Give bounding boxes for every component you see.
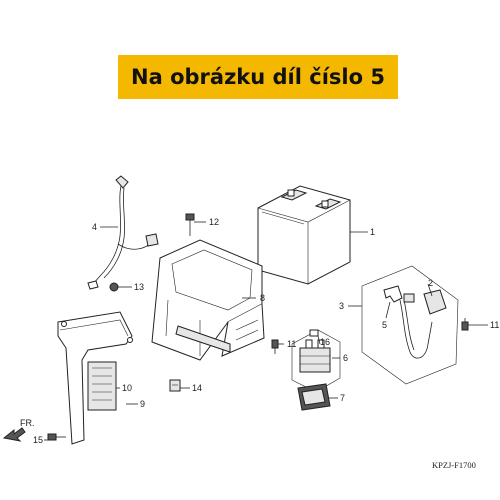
callout-5: 5 <box>382 320 387 330</box>
callout-4: 4 <box>92 222 97 232</box>
callout-9: 9 <box>140 399 145 409</box>
clip-14 <box>169 379 181 392</box>
terminal-group-box <box>361 265 459 385</box>
callout-6: 6 <box>343 353 348 363</box>
starter-relay-6 <box>299 339 331 373</box>
callout-10: 10 <box>122 383 132 393</box>
callout-1: 1 <box>370 227 375 237</box>
leader-lines <box>44 221 488 441</box>
callout-12: 12 <box>209 217 219 227</box>
battery-cable <box>87 175 159 290</box>
callout-2: 2 <box>428 278 433 288</box>
callout-11-right: 11 <box>490 320 499 330</box>
terminal-cable-5 <box>399 293 433 359</box>
diagram-code: KPZJ-F1700 <box>432 460 476 470</box>
bolt-11-left <box>271 339 279 354</box>
callout-8: 8 <box>260 293 265 303</box>
callout-14: 14 <box>192 383 202 393</box>
bolt-13 <box>109 282 124 292</box>
relay-cover-7 <box>297 383 331 411</box>
highlight-banner: Na obrázku díl číslo 5 <box>118 55 398 99</box>
battery <box>257 185 351 285</box>
callout-3: 3 <box>339 301 344 311</box>
mounting-bracket <box>57 311 133 445</box>
bolt-11-right <box>461 318 469 331</box>
callout-7: 7 <box>340 393 345 403</box>
bolt-12 <box>185 213 195 236</box>
callout-16: 16 <box>320 337 330 347</box>
terminal-cover-2 <box>423 289 447 315</box>
terminal-bracket-5 <box>383 285 403 303</box>
bolt-15 <box>47 433 66 441</box>
front-marker-text: FR. <box>20 418 35 428</box>
callout-13: 13 <box>134 282 144 292</box>
front-arrow-icon <box>2 427 26 442</box>
fuse-16 <box>309 329 319 337</box>
banner-text: Na obrázku díl číslo 5 <box>131 65 385 89</box>
callout-11-left: 11 <box>287 339 296 349</box>
battery-tray <box>151 239 265 361</box>
callout-15: 15 <box>33 435 43 445</box>
